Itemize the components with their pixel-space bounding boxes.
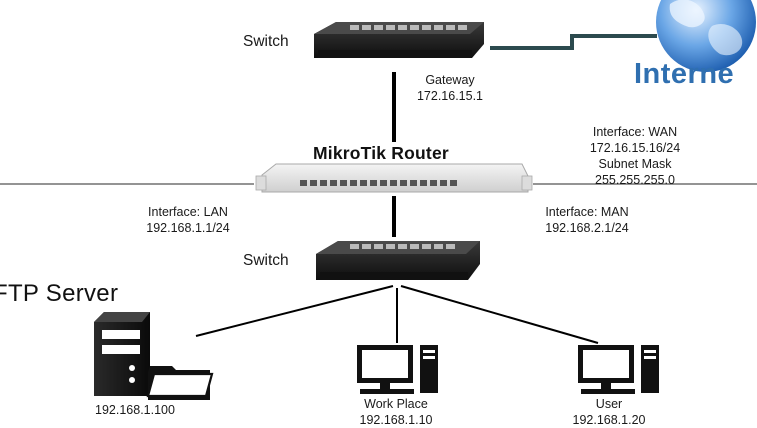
link-switch-user [400,285,599,344]
link-switch-ftp [195,285,394,337]
gateway-ip: 172.16.15.1 [416,89,484,103]
link-switch-internet [490,34,657,50]
wan-line-3: Subnet Mask [598,157,672,171]
wan-line-4: 255.255.255.0 [595,173,675,187]
switch-top-icon [314,22,484,58]
router-label: MikroTik Router [313,143,449,163]
lan-line-1: Interface: LAN [148,205,228,219]
ftp-server-ip: 192.168.1.100 [95,403,175,417]
folder-icon [146,366,214,400]
router-icon [255,163,533,193]
connection-lines [0,34,757,344]
man-interface-label: Interface: MAN 192.168.2.1/24 [520,204,654,236]
man-line-1: Interface: MAN [545,205,629,219]
workplace-name: Work Place [364,397,428,411]
gateway-title: Gateway [425,73,475,87]
user-name: User [595,397,623,411]
workplace-label: Work Place 192.168.1.10 [336,396,456,428]
internet-label: Interne [634,58,735,90]
gateway-label: Gateway 172.16.15.1 [402,72,498,104]
user-label: User 192.168.1.20 [554,396,664,428]
workplace-computer-icon [357,345,438,394]
bottom-switch-label: Switch [243,252,289,269]
wan-line-1: Interface: WAN [592,125,678,139]
man-line-2: 192.168.2.1/24 [545,221,629,235]
server-tower-icon [94,312,150,396]
lan-line-2: 192.168.1.1/24 [146,221,230,235]
wan-line-2: 172.16.15.16/24 [589,141,681,155]
switch-bottom-icon [316,241,480,280]
lan-interface-label: Interface: LAN 192.168.1.1/24 [120,204,256,236]
top-switch-label: Switch [243,33,289,50]
user-ip: 192.168.1.20 [572,413,646,427]
globe-icon [656,0,756,72]
workplace-ip: 192.168.1.10 [359,413,433,427]
wan-interface-label: Interface: WAN 172.16.15.16/24 Subnet Ma… [572,124,698,188]
user-computer-icon [578,345,659,394]
ftp-server-label: FTP Server [0,280,119,307]
